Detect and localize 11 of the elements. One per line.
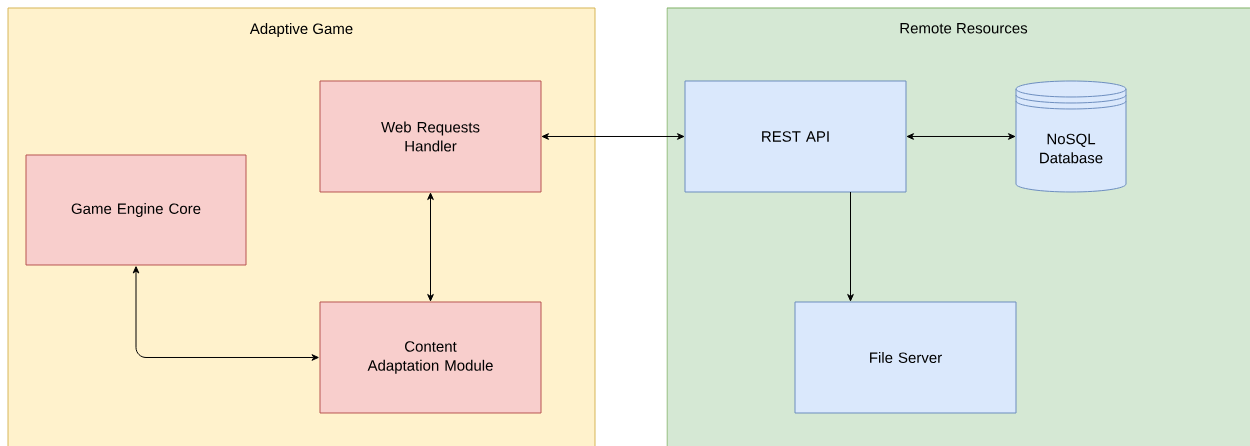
arrow	[847, 191, 854, 302]
process-box: Game Engine Core	[25, 154, 247, 266]
process-box: Content Adaptation Module	[319, 301, 542, 414]
database-cylinder: NoSQL Database	[1015, 80, 1127, 193]
process-box: File Server	[794, 301, 1017, 414]
arrow	[132, 266, 319, 361]
arrow	[541, 133, 685, 140]
arrow	[427, 192, 434, 302]
arrow	[906, 133, 1016, 140]
process-box: REST API	[684, 80, 907, 193]
process-box: Web Requests Handler	[319, 80, 542, 193]
